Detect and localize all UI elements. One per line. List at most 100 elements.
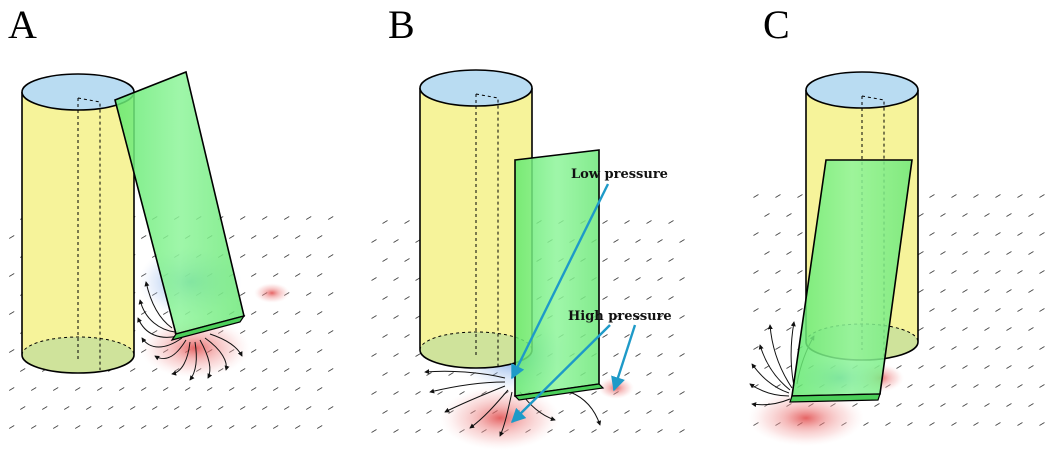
velocity-arrow (624, 410, 630, 414)
velocity-arrow (679, 277, 685, 281)
velocity-arrow (646, 410, 652, 414)
velocity-arrow (973, 346, 979, 350)
velocity-arrow (569, 429, 575, 433)
velocity-arrow (635, 315, 641, 319)
panel-c: C (748, 2, 1045, 446)
velocity-arrow (228, 235, 235, 239)
velocity-arrow (1006, 403, 1012, 407)
velocity-arrow (74, 387, 81, 391)
velocity-arrow (679, 391, 685, 395)
velocity-arrow (1028, 251, 1034, 255)
velocity-arrow (973, 308, 979, 312)
velocity-arrow (195, 406, 202, 410)
velocity-arrow (929, 384, 935, 388)
velocity-arrow (1028, 327, 1034, 331)
velocity-arrow (8, 349, 15, 353)
velocity-arrow (8, 235, 15, 239)
velocity-arrow (437, 429, 443, 433)
velocity-arrow (940, 365, 946, 369)
velocity-arrow (371, 277, 377, 281)
velocity-arrow (228, 425, 235, 429)
velocity-arrow (404, 258, 410, 262)
velocity-arrow (52, 425, 59, 429)
velocity-arrow (918, 327, 924, 331)
velocity-arrow (382, 220, 388, 224)
low-pressure-pointer (510, 183, 610, 380)
velocity-arrow (995, 308, 1001, 312)
velocity-arrow (962, 213, 968, 217)
velocity-arrow (1006, 327, 1012, 331)
velocity-arrow (929, 232, 935, 236)
velocity-arrow (940, 403, 946, 407)
velocity-arrow (602, 258, 608, 262)
velocity-arrow (206, 387, 213, 391)
velocity-arrow (129, 406, 136, 410)
velocity-arrow (896, 403, 902, 407)
velocity-arrow (929, 308, 935, 312)
velocity-arrow (1017, 270, 1023, 274)
velocity-arrow (668, 258, 674, 262)
velocity-arrow (602, 334, 608, 338)
velocity-arrow (962, 327, 968, 331)
velocity-arrow (775, 270, 781, 274)
velocity-arrow (206, 425, 213, 429)
velocity-arrow (907, 384, 913, 388)
velocity-arrow (753, 308, 759, 312)
velocity-arrow (797, 270, 803, 274)
velocity-arrow (613, 429, 619, 433)
velocity-arrow (973, 194, 979, 198)
velocity-arrow (786, 251, 792, 255)
velocity-arrow (940, 213, 946, 217)
velocity-arrow (272, 273, 279, 277)
velocity-arrow (1039, 346, 1045, 350)
velocity-arrow (272, 311, 279, 315)
velocity-arrow (635, 429, 641, 433)
velocity-arrow (250, 273, 257, 277)
velocity-arrow (918, 365, 924, 369)
velocity-arrow (973, 270, 979, 274)
velocity-arrow (775, 232, 781, 236)
velocity-arrow (951, 422, 957, 426)
velocity-arrow (272, 349, 279, 353)
plate-edge (170, 315, 246, 341)
velocity-arrow (1017, 422, 1023, 426)
velocity-arrow (775, 308, 781, 312)
velocity-arrow (316, 349, 323, 353)
velocity-arrow (250, 349, 257, 353)
velocity-arrow (1006, 251, 1012, 255)
velocity-arrow (918, 289, 924, 293)
velocity-arrow (962, 403, 968, 407)
velocity-arrow (624, 296, 630, 300)
velocity-arrow (874, 403, 880, 407)
velocity-arrow (918, 251, 924, 255)
velocity-arrow (753, 346, 759, 350)
velocity-arrow (863, 422, 869, 426)
velocity-arrow (261, 254, 268, 258)
velocity-arrow (1039, 422, 1045, 426)
velocity-arrow (797, 194, 803, 198)
velocity-arrow (316, 273, 323, 277)
velocity-arrow (951, 384, 957, 388)
velocity-arrow (8, 311, 15, 315)
velocity-arrow (929, 346, 935, 350)
velocity-arrow (85, 406, 92, 410)
velocity-arrow (327, 406, 334, 410)
high-pressure-region (140, 318, 250, 378)
velocity-arrow (272, 387, 279, 391)
panel-b: B Low pressure High pressu (371, 2, 685, 450)
velocity-arrow (984, 213, 990, 217)
high-pressure-label: High pressure (568, 309, 672, 324)
velocity-arrow (294, 235, 301, 239)
velocity-arrow (646, 334, 652, 338)
velocity-arrow (764, 327, 770, 331)
velocity-arrow (624, 372, 630, 376)
velocity-arrow (404, 410, 410, 414)
velocity-arrow (184, 387, 191, 391)
velocity-arrow (261, 368, 268, 372)
velocity-arrow (995, 346, 1001, 350)
velocity-arrow (786, 365, 792, 369)
velocity-arrow (239, 292, 246, 296)
velocity-arrow (184, 425, 191, 429)
cylinder (419, 69, 533, 369)
velocity-arrow (646, 372, 652, 376)
